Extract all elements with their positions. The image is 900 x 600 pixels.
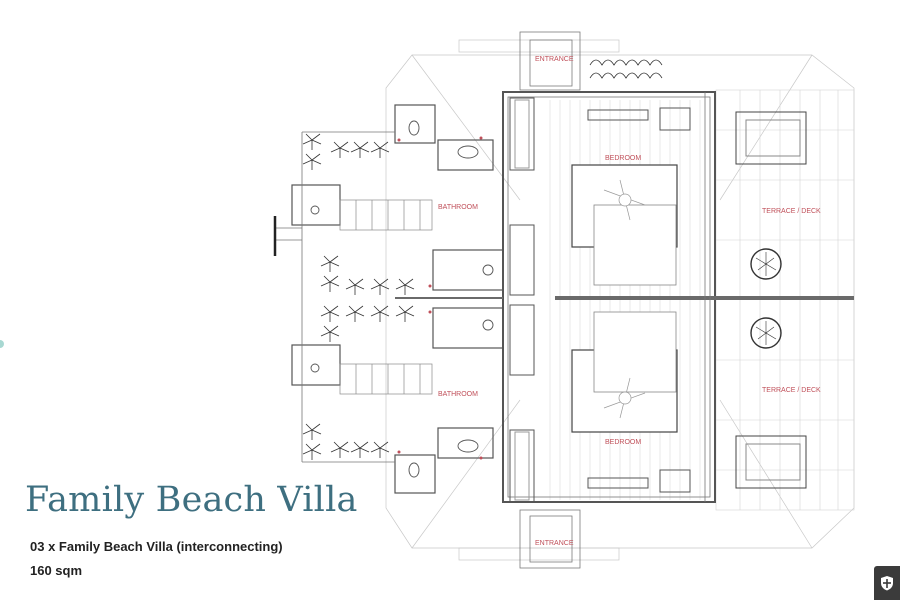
label-entrance-top: ENTRANCE — [535, 56, 574, 63]
day-beds — [735, 111, 807, 489]
bed-bottom — [571, 311, 678, 433]
label-bedroom-top: BEDROOM — [605, 155, 641, 162]
garden-outlines — [273, 131, 395, 463]
label-terrace-bottom: TERRACE / DECK — [762, 387, 821, 394]
security-badge[interactable] — [874, 566, 900, 600]
round-tables — [750, 248, 782, 349]
wall-desks — [587, 107, 691, 493]
bed-top — [571, 164, 678, 286]
shield-icon — [881, 576, 893, 591]
entrance-bottom-area — [519, 509, 581, 569]
label-bathroom-bottom: BATHROOM — [438, 391, 478, 398]
villa-count-subtitle: 03 x Family Beach Villa (interconnecting… — [30, 539, 283, 554]
label-bathroom-top: BATHROOM — [438, 204, 478, 211]
bathroom-tiles — [339, 199, 433, 395]
closet-units — [509, 97, 535, 503]
entrance-top-area — [519, 31, 581, 91]
page-title: Family Beach Villa — [25, 480, 358, 520]
bathroom-fixtures — [310, 120, 494, 478]
villa-walls — [395, 91, 854, 503]
label-bedroom-bottom: BEDROOM — [605, 439, 641, 446]
roof-outline — [385, 39, 855, 561]
detail-markers — [397, 136, 483, 460]
garden-plants — [302, 59, 663, 460]
label-terrace-top: TERRACE / DECK — [762, 208, 821, 215]
label-entrance-bottom: ENTRANCE — [535, 540, 574, 547]
edge-marker — [0, 340, 4, 348]
villa-area: 160 sqm — [30, 563, 83, 578]
wall-double-lines — [507, 92, 711, 502]
